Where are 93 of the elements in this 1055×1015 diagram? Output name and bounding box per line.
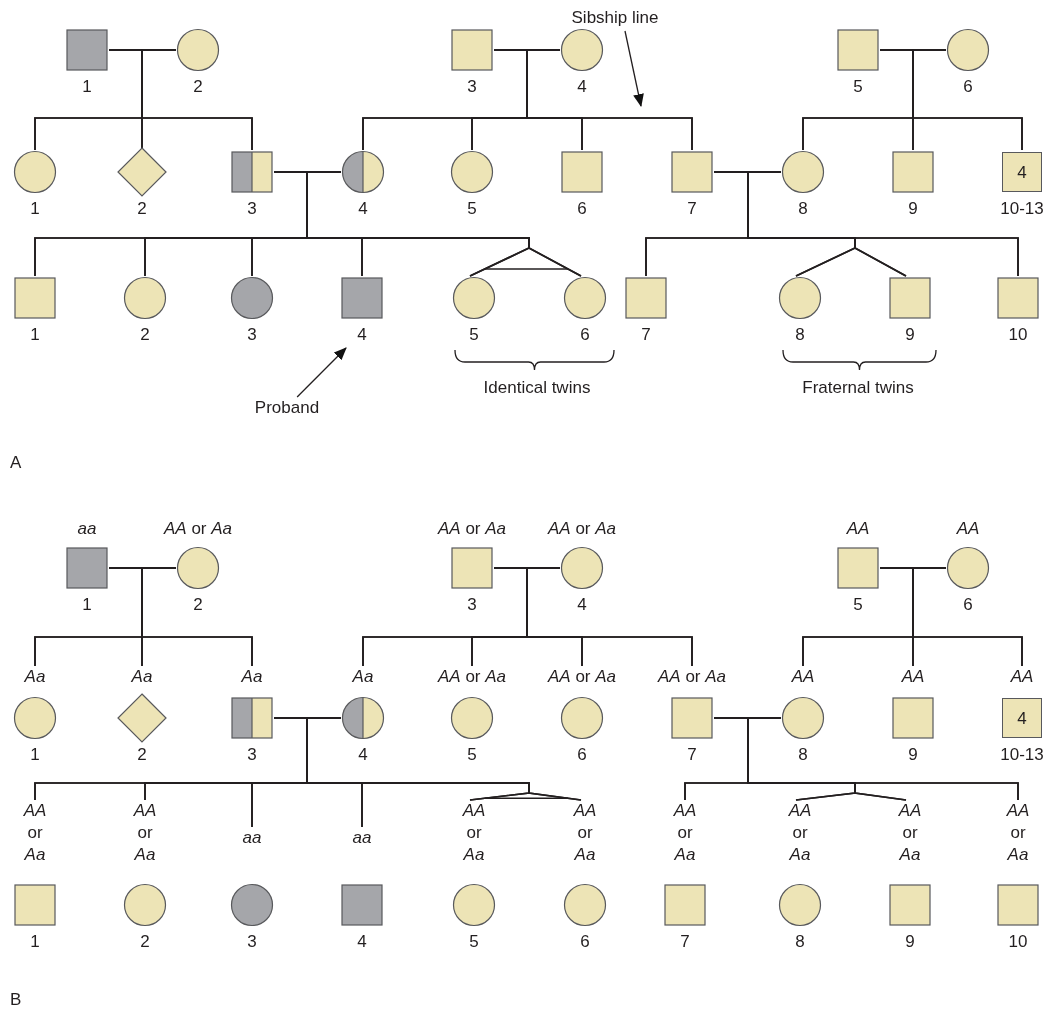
individual-number: 6: [580, 324, 590, 346]
individual-number: 2: [137, 198, 147, 220]
individual-number: 6: [963, 594, 973, 616]
genotype-label: AA or Aa: [1005, 800, 1031, 866]
individual-number: 10-13: [1000, 198, 1044, 220]
individual-number: 2: [140, 324, 150, 346]
individual-number: 3: [467, 594, 477, 616]
individual-number: 4: [577, 76, 587, 98]
individual-number: 7: [687, 198, 697, 220]
genotype-label: AA or Aa: [672, 800, 698, 866]
individual-number: 4: [358, 744, 368, 766]
individual-number: 4: [357, 324, 367, 346]
individual-number: 6: [580, 931, 590, 953]
individual-number: 5: [469, 931, 479, 953]
individual-number: 5: [853, 594, 863, 616]
genotype-label: aa: [77, 518, 97, 540]
descent-line: [141, 567, 253, 667]
genotype-label: AA: [956, 518, 980, 540]
male-square: 4: [1002, 698, 1042, 738]
descent-line: [526, 49, 693, 151]
genotype-label: Aa: [24, 666, 46, 688]
descent-line: [912, 567, 1023, 667]
genotype-label: AA or Aa: [548, 518, 617, 540]
individual-number: 4: [577, 594, 587, 616]
genotype-label: AA or Aa: [548, 666, 617, 688]
individual-number: 1: [82, 594, 92, 616]
individual-number: 3: [247, 198, 257, 220]
individual-number: 2: [193, 594, 203, 616]
individual-number: 1: [30, 198, 40, 220]
genotype-label: AA: [1010, 666, 1034, 688]
individual-number: 5: [469, 324, 479, 346]
genotype-label: Aa: [131, 666, 153, 688]
genotype-label: AA or Aa: [132, 800, 158, 866]
individual-number: 3: [247, 931, 257, 953]
individual-number: 8: [798, 198, 808, 220]
individual-number: 9: [905, 324, 915, 346]
individual-number: 2: [137, 744, 147, 766]
individual-number: 10: [1008, 324, 1028, 346]
genotype-label: AA or Aa: [897, 800, 923, 866]
genotype-label: AA or Aa: [461, 800, 487, 866]
genotype-label: AA or Aa: [164, 518, 233, 540]
leader-arrow: [296, 347, 347, 398]
individual-number: 1: [82, 76, 92, 98]
individual-number: 9: [905, 931, 915, 953]
individual-number: 7: [680, 931, 690, 953]
genotype-label: AA or Aa: [438, 666, 507, 688]
individual-number: 5: [467, 198, 477, 220]
individual-number: 2: [193, 76, 203, 98]
annotation-label: Proband: [254, 397, 320, 419]
individual-number: 8: [795, 931, 805, 953]
individual-number: 1: [30, 931, 40, 953]
individual-number: 6: [577, 744, 587, 766]
genotype-label: AA or Aa: [658, 666, 727, 688]
genotype-label: AA or Aa: [572, 800, 598, 866]
genotype-label: AA or Aa: [787, 800, 813, 866]
individual-number: 1: [30, 744, 40, 766]
individual-number: 7: [687, 744, 697, 766]
individual-number: 3: [247, 744, 257, 766]
individual-number: 3: [467, 76, 477, 98]
genotype-label: aa: [351, 827, 373, 849]
individual-number: 5: [467, 744, 477, 766]
genotype-label: Aa: [352, 666, 374, 688]
panel-letter: A: [10, 452, 22, 474]
individual-number: 4: [358, 198, 368, 220]
genotype-label: AA: [791, 666, 815, 688]
individual-number: 9: [908, 198, 918, 220]
descent-line: [912, 49, 1023, 151]
twins-caption: Identical twins: [483, 377, 591, 399]
individual-number: 8: [798, 744, 808, 766]
panel-letter: B: [10, 989, 22, 1011]
male-square: 4: [1002, 152, 1042, 192]
individual-number: 2: [140, 931, 150, 953]
genotype-label: aa: [241, 827, 263, 849]
genotype-label: Aa: [241, 666, 263, 688]
individual-number: 6: [577, 198, 587, 220]
genotype-label: AA or Aa: [22, 800, 48, 866]
individual-number: 5: [853, 76, 863, 98]
individual-number: 3: [247, 324, 257, 346]
leader-arrow: [624, 30, 644, 108]
individual-number: 6: [963, 76, 973, 98]
descent-line: [141, 49, 253, 151]
genotype-label: AA or Aa: [438, 518, 507, 540]
twins-caption: Fraternal twins: [802, 377, 914, 399]
individual-number: 9: [908, 744, 918, 766]
individual-number: 7: [641, 324, 651, 346]
individual-number: 10: [1008, 931, 1028, 953]
genotype-label: AA: [901, 666, 925, 688]
individual-number: 10-13: [1000, 744, 1044, 766]
annotation-label: Sibship line: [571, 7, 659, 29]
individual-number: 4: [357, 931, 367, 953]
genotype-label: AA: [846, 518, 870, 540]
individual-number: 8: [795, 324, 805, 346]
individual-number: 1: [30, 324, 40, 346]
